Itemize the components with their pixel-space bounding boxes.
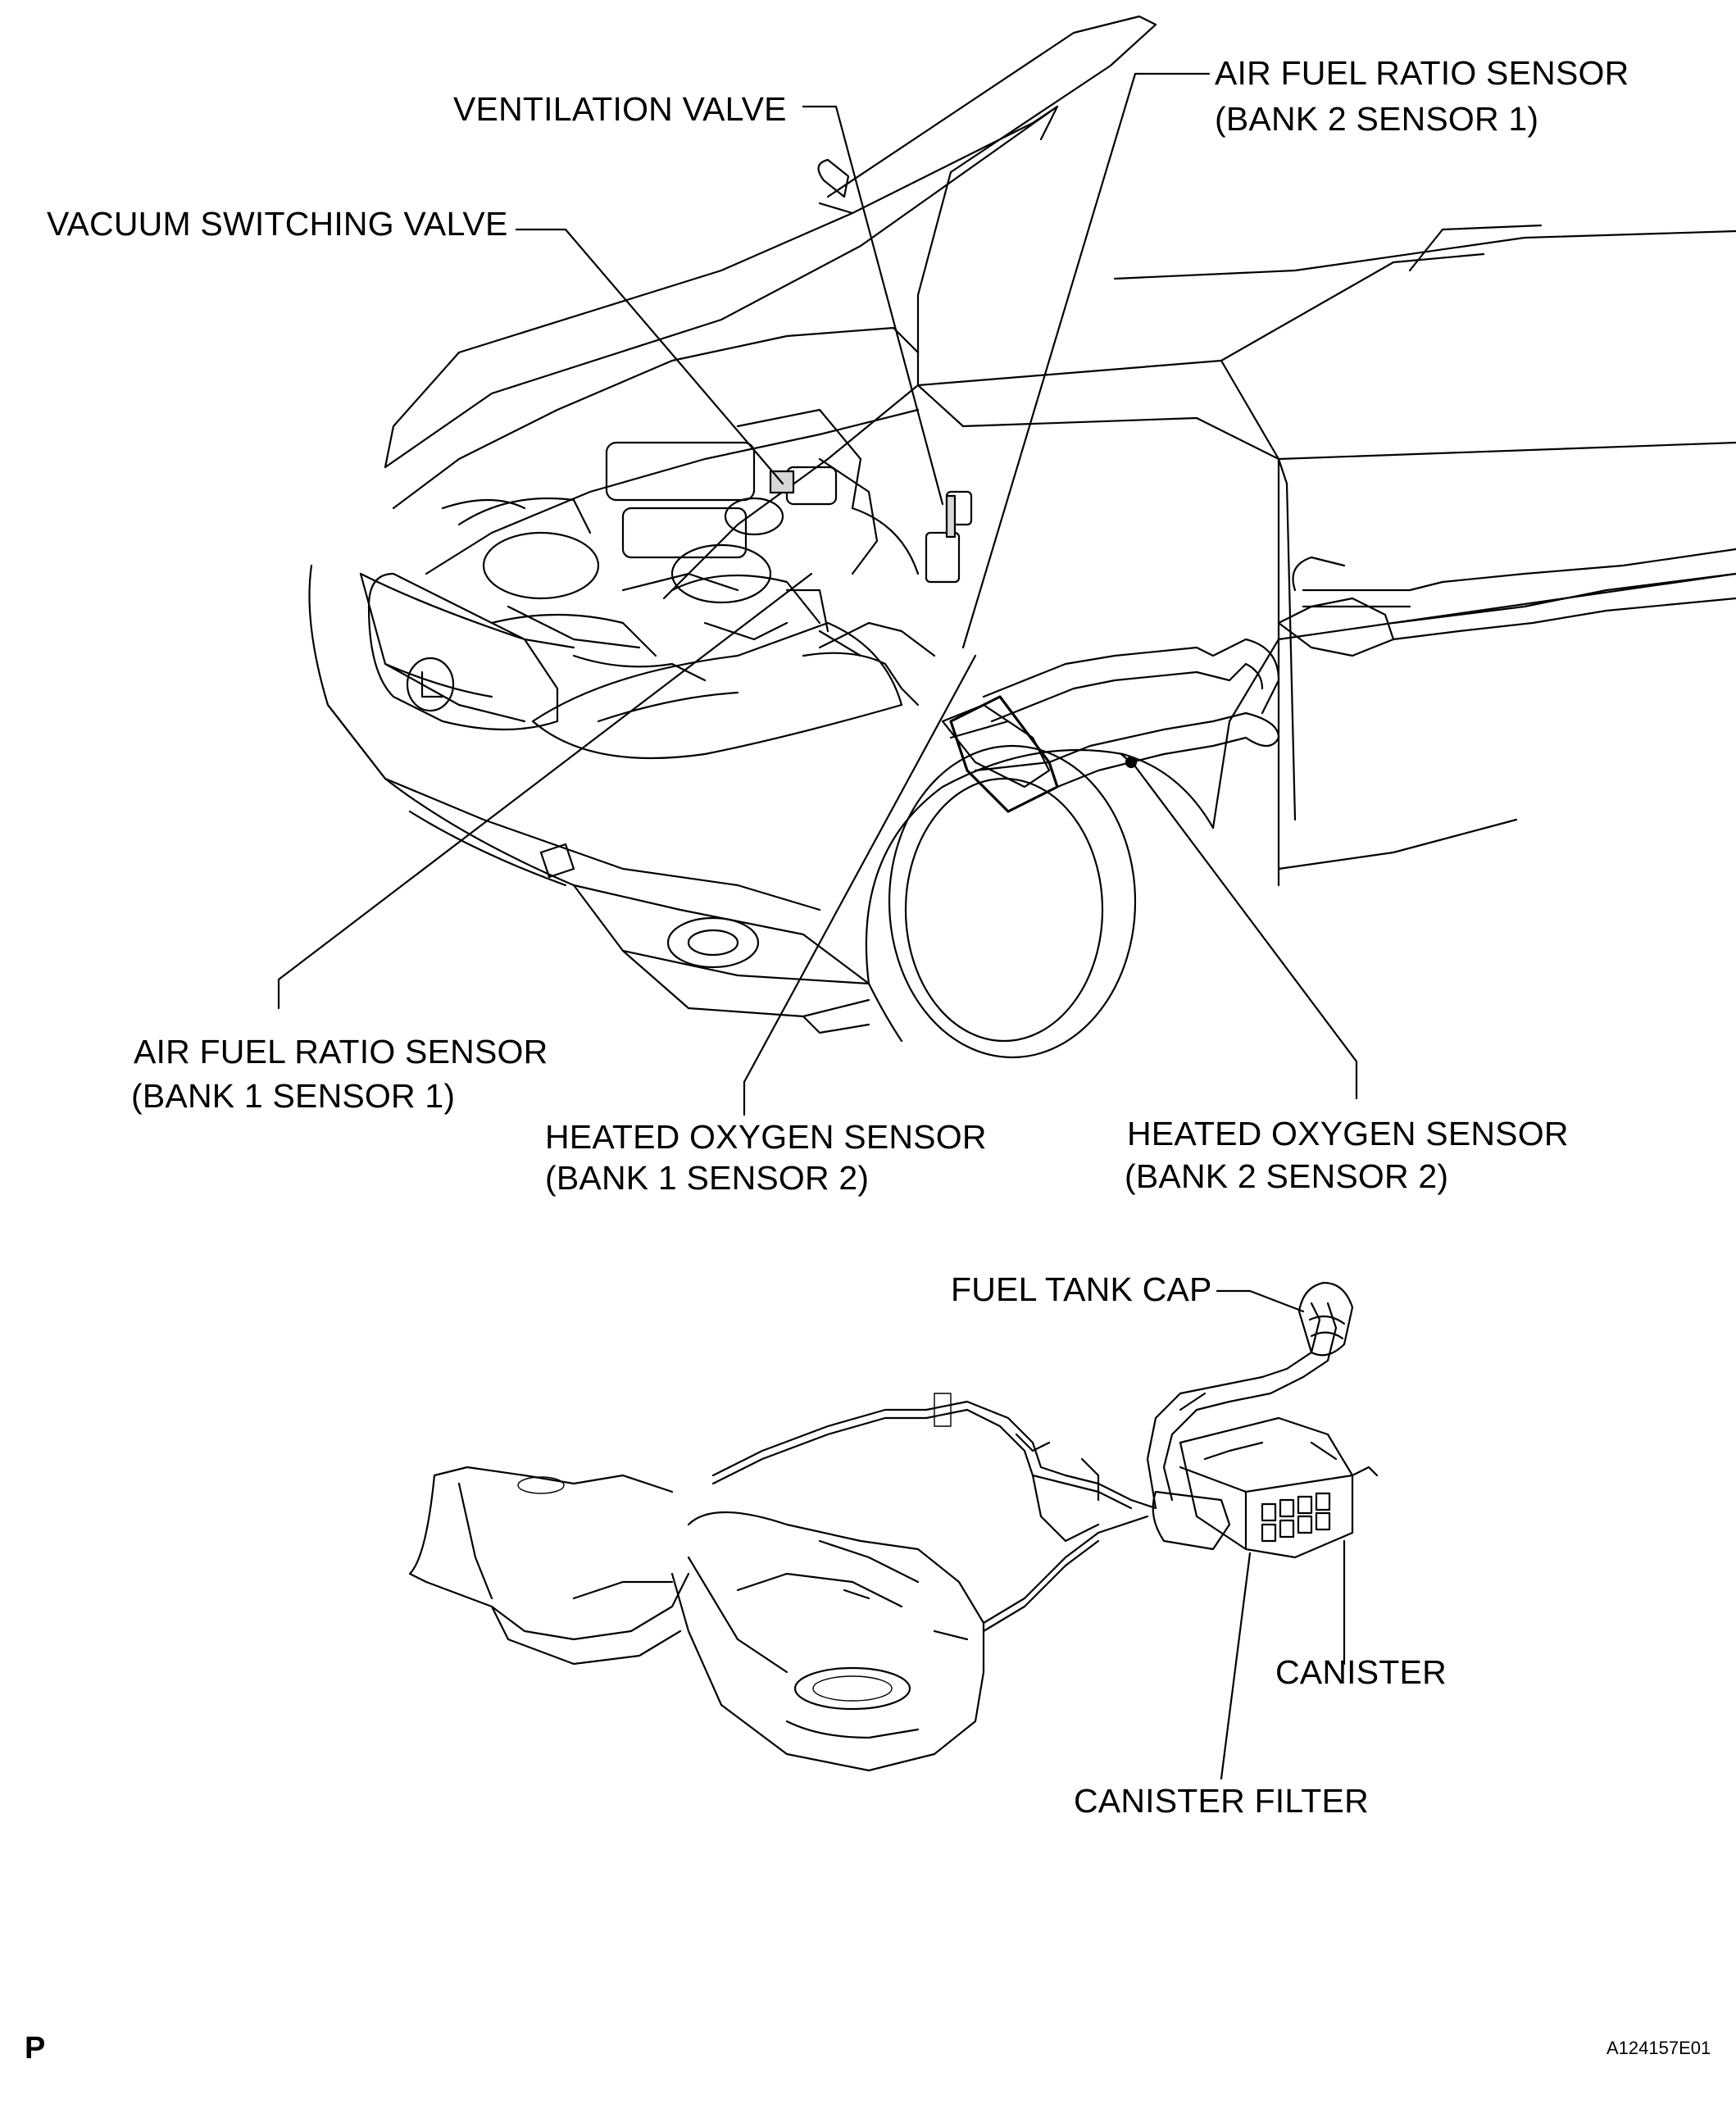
afr-bank1-label-line1: AIR FUEL RATIO SENSOR bbox=[134, 1033, 548, 1070]
figure-id: A124157E01 bbox=[1606, 2038, 1711, 2058]
vehicle-illustration bbox=[308, 15, 1736, 1059]
ho2-bank1-label-line2: (BANK 1 SENSOR 2) bbox=[545, 1159, 870, 1197]
corner-mark: P bbox=[25, 2031, 46, 2066]
afr-bank2-leader bbox=[961, 72, 1211, 649]
canister-label: CANISTER bbox=[1275, 1653, 1447, 1691]
afr-bank1-leader bbox=[277, 572, 813, 1010]
ho2-bank2-label-line2: (BANK 2 SENSOR 2) bbox=[1125, 1157, 1449, 1195]
leader-lines bbox=[277, 72, 1358, 1780]
canister-filter-leader bbox=[1220, 1552, 1252, 1780]
afr-bank2-label-line2: (BANK 2 SENSOR 1) bbox=[1215, 100, 1539, 138]
ho2-bank2-label-line1: HEATED OXYGEN SENSOR bbox=[1127, 1115, 1569, 1152]
fuel-tank-cap-leader bbox=[1216, 1289, 1305, 1313]
fuel-tank-cap-label: FUEL TANK CAP bbox=[951, 1270, 1212, 1308]
fuel-tank-illustration bbox=[408, 1281, 1379, 1772]
vacuum-switching-valve-leader bbox=[515, 228, 784, 485]
vacuum-switching-valve-label: VACUUM SWITCHING VALVE bbox=[47, 205, 508, 243]
canister-filter-label: CANISTER FILTER bbox=[1074, 1782, 1369, 1820]
ho2-bank1-label-line1: HEATED OXYGEN SENSOR bbox=[545, 1118, 987, 1156]
afr-bank2-label-line1: AIR FUEL RATIO SENSOR bbox=[1215, 54, 1629, 92]
ho2-bank2-leader bbox=[1134, 765, 1358, 1100]
ventilation-valve-label: VENTILATION VALVE bbox=[453, 90, 787, 128]
ho2-bank1-leader bbox=[743, 654, 977, 1116]
ventilation-valve-leader bbox=[802, 105, 944, 506]
afr-bank1-label-line2: (BANK 1 SENSOR 1) bbox=[131, 1077, 456, 1115]
